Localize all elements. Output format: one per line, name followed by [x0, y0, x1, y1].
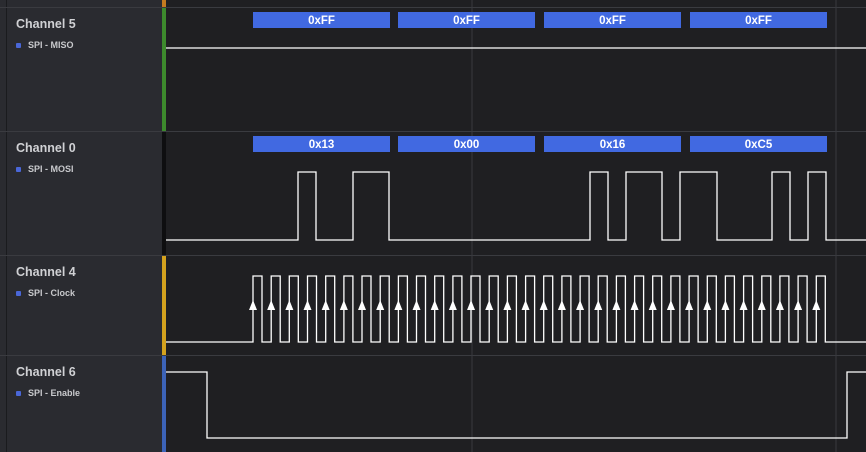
decoded-badge[interactable] — [398, 12, 535, 28]
decoded-badge[interactable] — [690, 136, 827, 152]
rising-edge-arrow-icon — [648, 300, 657, 310]
decoded-value: 0x13 — [309, 139, 335, 151]
rising-edge-arrow-icon — [539, 300, 548, 310]
channel-0-decoded: 0x13 0x00 0x16 0xC5 — [253, 136, 827, 152]
channel-color-bar-4 — [162, 256, 166, 355]
channel-color-bar-0 — [162, 132, 166, 255]
decoded-value: 0xC5 — [745, 139, 773, 151]
rising-edge-arrow-icon — [630, 300, 639, 310]
rising-edge-arrow-icon — [321, 300, 330, 310]
rising-edge-arrow-icon — [412, 300, 421, 310]
rising-edge-arrow-icon — [666, 300, 675, 310]
protocol-label: SPI - Clock — [28, 288, 76, 298]
channel-name: Channel 4 — [16, 265, 76, 279]
channel-name: Channel 0 — [16, 141, 76, 155]
protocol-dot-icon — [16, 290, 21, 296]
rising-edge-arrow-icon — [285, 300, 294, 310]
row-separator — [0, 255, 866, 256]
rising-edge-arrow-icon — [467, 300, 476, 310]
clock-waveform — [166, 275, 866, 343]
channel-label-4[interactable]: Channel 4 SPI - Clock — [16, 265, 156, 298]
rising-edge-arrow-icon — [521, 300, 530, 310]
decoded-badge[interactable] — [253, 12, 390, 28]
rising-edge-arrow-icon — [267, 300, 276, 310]
channel-5-decoded: 0xFF 0xFF 0xFF 0xFF — [253, 12, 827, 28]
decoded-value: 0xFF — [745, 15, 772, 27]
rising-edge-arrow-icon — [503, 300, 512, 310]
decoded-badge[interactable] — [398, 136, 535, 152]
rising-edge-arrow-icon — [376, 300, 385, 310]
rising-edge-arrow-icon — [794, 300, 803, 310]
row-separator — [0, 355, 866, 356]
rising-edge-arrow-icon — [612, 300, 621, 310]
channel-4-trace — [166, 275, 866, 343]
rising-edge-arrow-icon — [703, 300, 712, 310]
rising-edge-arrow-icon — [249, 300, 257, 310]
channel-color-bar-6 — [162, 356, 166, 452]
rising-edge-arrow-icon — [358, 300, 367, 310]
rising-edge-arrow-icon — [685, 300, 694, 310]
decoded-value: 0xFF — [308, 15, 335, 27]
rising-edge-arrow-icon — [303, 300, 312, 310]
rising-edge-arrow-icon — [757, 300, 766, 310]
protocol-label: SPI - Enable — [28, 388, 81, 398]
channel-6-trace — [166, 371, 866, 439]
channel-sidebar — [0, 0, 163, 452]
channel-label-6[interactable]: Channel 6 SPI - Enable — [16, 365, 156, 398]
rising-edge-arrow-icon — [448, 300, 457, 310]
protocol-label: SPI - MOSI — [28, 164, 74, 174]
decoded-value: 0xFF — [453, 15, 480, 27]
rising-edge-arrow-icon — [339, 300, 348, 310]
decoded-badge[interactable] — [544, 136, 681, 152]
channel-color-bar-5 — [162, 7, 166, 131]
protocol-dot-icon — [16, 390, 21, 396]
rising-edge-arrow-icon — [812, 300, 821, 310]
protocol-label: SPI - MISO — [28, 40, 74, 50]
channel-name: Channel 5 — [16, 17, 76, 31]
channel-name: Channel 6 — [16, 365, 76, 379]
decoded-badge[interactable] — [544, 12, 681, 28]
rising-edge-arrow-icon — [576, 300, 585, 310]
rising-edge-arrow-icon — [739, 300, 748, 310]
decoded-badge[interactable] — [253, 136, 390, 152]
channel-0-trace — [166, 171, 866, 241]
rising-edge-arrow-icon — [775, 300, 784, 310]
rising-edge-arrow-icon — [485, 300, 494, 310]
waveform-plot[interactable]: 0xFF 0xFF 0xFF 0xFF 0x13 0x00 0x16 0xC5 — [166, 0, 866, 452]
rising-edge-arrow-icon — [557, 300, 566, 310]
rising-edge-arrow-icon — [430, 300, 439, 310]
decoded-value: 0x16 — [600, 139, 626, 151]
sidebar-divider — [6, 0, 7, 452]
channel-label-5[interactable]: Channel 5 SPI - MISO — [16, 17, 156, 50]
rising-edge-arrow-icon — [721, 300, 730, 310]
decoded-badge[interactable] — [690, 12, 827, 28]
protocol-dot-icon — [16, 166, 21, 172]
channel-label-0[interactable]: Channel 0 SPI - MOSI — [16, 141, 156, 174]
decoded-value: 0xFF — [599, 15, 626, 27]
rising-edge-arrow-icon — [394, 300, 403, 310]
timeline-marker[interactable] — [162, 0, 166, 7]
decoded-value: 0x00 — [454, 139, 480, 151]
row-separator — [0, 131, 866, 132]
rising-edge-arrow-icon — [594, 300, 603, 310]
row-separator — [0, 7, 866, 8]
protocol-dot-icon — [16, 42, 21, 48]
